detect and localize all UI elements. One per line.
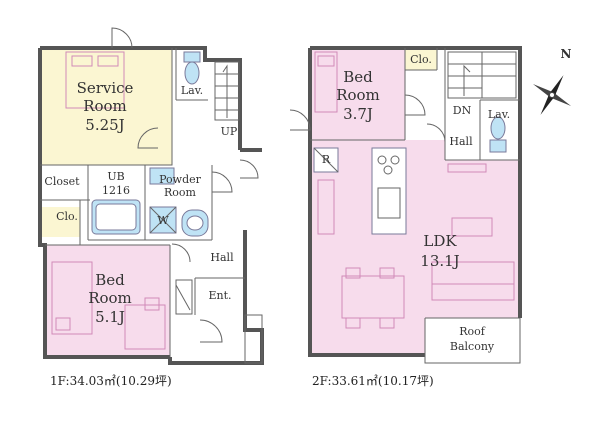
ub-label-1: UB xyxy=(107,170,124,183)
hall-label-2f: Hall xyxy=(449,135,473,148)
ub-label-2: 1216 xyxy=(102,184,130,197)
toilet-1f xyxy=(183,51,201,85)
powder-room-label-2: Room xyxy=(164,186,197,199)
bedroom-1f-desk xyxy=(124,297,166,350)
clo-label-2f: Clo. xyxy=(410,53,432,66)
bedroom-1f-name-1: Bed xyxy=(95,271,125,289)
refrigerator xyxy=(313,147,339,173)
floor-2: Bed Room 3.7J Clo. DN Lav. Hall R LDK 13… xyxy=(289,46,522,388)
floor1-caption: 1F:34.03㎡(10.29坪) xyxy=(50,374,172,388)
bedroom-2f-name-2: Room xyxy=(336,86,380,104)
shoe-storage xyxy=(175,279,193,315)
entrance-label: Ent. xyxy=(208,289,231,302)
ldk-size: 13.1J xyxy=(420,252,459,270)
tv-board xyxy=(447,163,487,173)
stairs-up-label: UP xyxy=(221,125,238,138)
lavatory-label-1f: Lav. xyxy=(181,84,203,97)
powder-sink xyxy=(181,209,209,237)
shoe-storage-line xyxy=(175,284,191,311)
clo-area-2f xyxy=(405,48,437,70)
bedroom-2f-bed xyxy=(314,51,338,113)
washer-space xyxy=(149,206,177,234)
lavatory-label-2f: Lav. xyxy=(488,108,510,121)
bedroom-area-2f xyxy=(310,48,405,140)
toilet-2f xyxy=(489,116,507,153)
service-room-name-2: Room xyxy=(83,97,127,115)
compass-rose: N xyxy=(532,47,572,115)
service-room-bed xyxy=(65,51,125,109)
ldk-name: LDK xyxy=(423,232,457,250)
cupboard-2f xyxy=(317,179,335,235)
bathtub xyxy=(91,199,141,235)
floor2-caption: 2F:33.61㎡(10.17坪) xyxy=(312,374,434,388)
fridge-label: R xyxy=(322,153,331,166)
powder-room-label-1: Powder xyxy=(159,173,202,186)
bedroom-area-1f xyxy=(45,245,170,357)
service-room-size: 5.25J xyxy=(85,116,124,134)
closet-area-1f xyxy=(40,207,80,237)
closet-label-1f: Closet xyxy=(44,175,80,188)
roof-balcony-label-1: Roof xyxy=(459,325,486,338)
bedroom-1f-bed xyxy=(51,261,93,335)
hall-label-1f: Hall xyxy=(210,251,234,264)
roof-balcony-label-2: Balcony xyxy=(450,340,495,353)
washer-label: W xyxy=(157,214,169,227)
north-label: N xyxy=(561,47,572,61)
bedroom-1f-size: 5.1J xyxy=(95,308,125,326)
stairs-down-label: DN xyxy=(453,104,472,117)
clo-label-1f: Clo. xyxy=(56,210,78,223)
kitchen-counter xyxy=(371,147,407,235)
stairs-2f xyxy=(447,51,517,99)
bedroom-1f-name-2: Room xyxy=(88,289,132,307)
sofa xyxy=(431,217,515,301)
stairs-1f xyxy=(214,61,240,121)
bedroom-2f-name-1: Bed xyxy=(343,68,373,86)
service-room-name-1: Service xyxy=(77,79,134,97)
bedroom-2f-size: 3.7J xyxy=(343,105,373,123)
service-room-area xyxy=(40,48,172,165)
powder-toilet xyxy=(149,167,175,185)
dining-table xyxy=(341,267,405,329)
balcony-area xyxy=(425,318,518,363)
floor-1: Service Room 5.25J Lav. UP Closet UB 121… xyxy=(38,27,264,388)
